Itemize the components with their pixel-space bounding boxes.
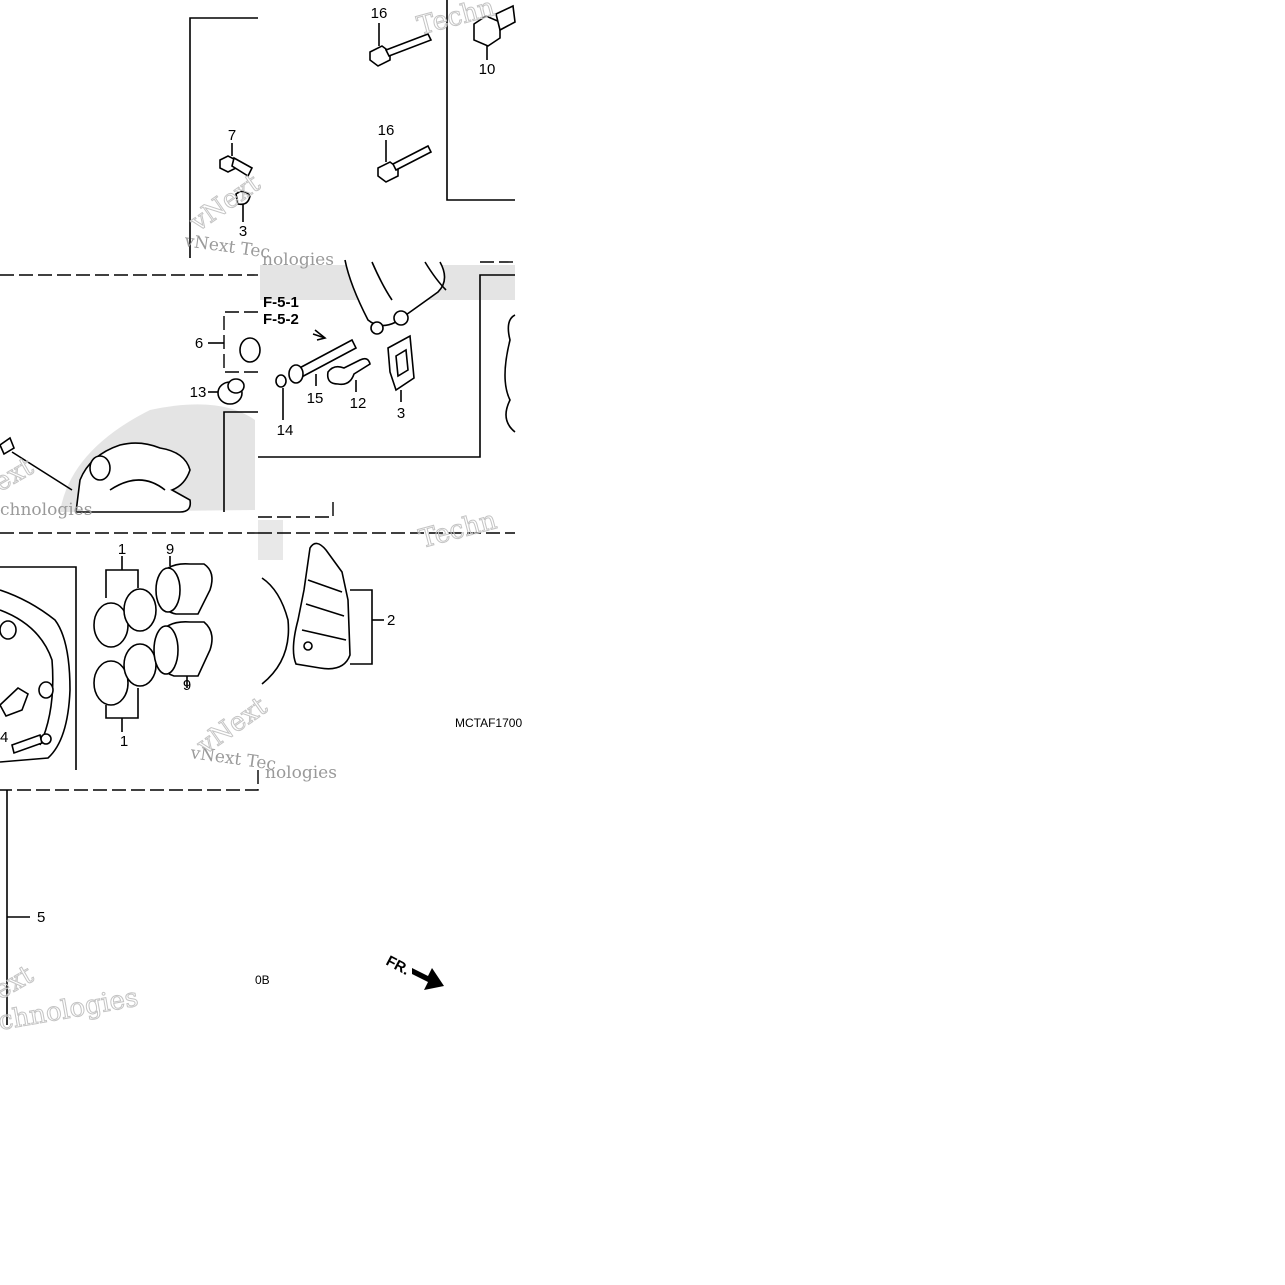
brake-pads-2 <box>261 542 384 685</box>
callout-2: 2 <box>387 612 395 629</box>
callout-6: 6 <box>195 335 203 352</box>
callout-12: 12 <box>350 395 367 412</box>
watermark-text: vNext <box>184 168 266 238</box>
diagram-code: MCTAF1700 <box>455 716 522 730</box>
callout-5: 5 <box>37 909 45 926</box>
boot-6 <box>208 337 261 363</box>
caliper-half <box>0 589 71 918</box>
watermark-text: vNext Tec <box>182 231 271 263</box>
callout-4: 4 <box>0 729 8 746</box>
pistons-9 <box>153 556 213 688</box>
watermark-text: ext <box>0 960 39 1007</box>
front-direction-arrow <box>412 968 444 990</box>
caliper-bracket <box>344 259 447 335</box>
bleeder-7 <box>219 143 254 222</box>
housing-outline <box>504 314 516 433</box>
caliper-body <box>0 436 192 513</box>
fr-label: FR. <box>383 953 412 979</box>
bolt-16-lower <box>377 140 433 183</box>
callout-9: 9 <box>183 677 191 694</box>
diagram-code-fragment: 0B <box>255 973 270 987</box>
callout-1: 1 <box>118 541 126 558</box>
piston-seals-1 <box>93 556 157 732</box>
callout-16: 16 <box>378 122 395 139</box>
pin-set <box>275 329 415 420</box>
ref-f-5-1: F-5-1 <box>263 294 299 311</box>
ref-f-5-2: F-5-2 <box>263 311 299 328</box>
callout-3: 3 <box>397 405 405 422</box>
callout-16: 16 <box>371 5 388 22</box>
callout-15: 15 <box>307 390 324 407</box>
callout-7: 7 <box>228 127 236 144</box>
callout-13: 13 <box>190 384 207 401</box>
plug-13 <box>208 378 245 405</box>
watermark-text: nologies <box>262 250 334 270</box>
callout-10: 10 <box>479 61 496 78</box>
bolt-10 <box>473 4 516 60</box>
watermark-text: chnologies <box>0 500 92 520</box>
group-frames <box>0 0 515 1025</box>
bolt-16-upper <box>369 23 433 67</box>
callout-labels: 16 16 10 7 3 6 13 14 15 12 3 1 9 9 1 2 4… <box>0 5 495 926</box>
callout-14: 14 <box>277 422 294 439</box>
watermark-text: ext <box>0 452 39 499</box>
callout-1: 1 <box>120 733 128 750</box>
callout-9: 9 <box>166 541 174 558</box>
watermark-text: Techn <box>416 505 500 554</box>
callout-3: 3 <box>239 223 247 240</box>
watermark-text: nologies <box>265 763 337 783</box>
